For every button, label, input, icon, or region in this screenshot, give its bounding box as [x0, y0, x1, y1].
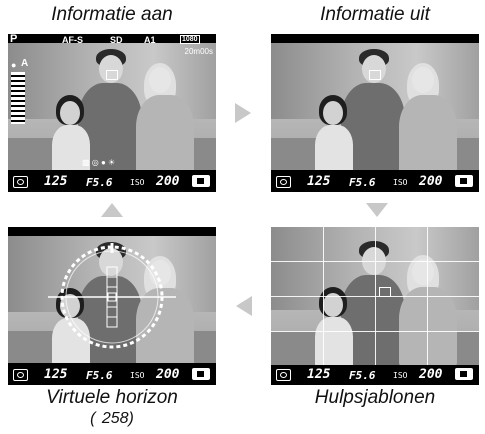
metering-icon [276, 176, 291, 188]
shutter-speed: 125 [44, 367, 68, 382]
iso-value: 200 [156, 174, 180, 189]
lcd-virtual-horizon: 125 F5.6 ISO 200 [8, 227, 216, 385]
card-slot: SD [110, 35, 123, 45]
virtual-horizon-gauge [48, 243, 176, 349]
iso-label: ISO [130, 178, 145, 187]
arrow-down-icon [366, 203, 388, 217]
shutter-speed: 125 [307, 174, 331, 189]
lcd-framing-grid: 125 F5.6 ISO 200 [271, 227, 479, 385]
focus-area [369, 70, 381, 80]
bottom-icons: ▩ ◎ ● ☀ [82, 158, 116, 167]
movie-mode-icon [192, 368, 210, 380]
iso-label: ISO [393, 178, 408, 187]
caption-virtual-horizon: Virtuele horizon [46, 387, 178, 408]
status-bar-1: 125 F5.6 ISO 200 [8, 172, 216, 192]
movie-frame-size: 1080 [180, 35, 200, 44]
white-balance: A1 [144, 35, 156, 45]
iso-label: ISO [130, 371, 145, 380]
mode-indicator: P [10, 34, 18, 45]
arrow-left-icon [236, 296, 252, 316]
page-reference: ( 258) [8, 410, 216, 428]
iso-value: 200 [156, 367, 180, 382]
scene-photo [8, 43, 216, 170]
microphone-icon: ● [11, 60, 17, 70]
audio-sensitivity: A [21, 58, 29, 69]
shutter-speed: 125 [44, 174, 68, 189]
caption-info-off: Informatie uit [320, 4, 430, 25]
iso-label: ISO [393, 371, 408, 380]
scene-photo [8, 236, 216, 363]
shutter-speed: 125 [307, 367, 331, 382]
metering-icon [13, 369, 28, 381]
metering-icon [13, 176, 28, 188]
focus-area [106, 70, 118, 80]
movie-mode-icon [455, 175, 473, 187]
movie-mode-icon [455, 368, 473, 380]
arrow-up-icon [101, 203, 123, 217]
status-bar-4: 125 F5.6 ISO 200 [271, 365, 479, 385]
arrow-right-icon [235, 103, 251, 123]
scene-photo [271, 43, 479, 170]
aperture: F5.6 [349, 369, 376, 382]
movie-mode-icon [192, 175, 210, 187]
iso-value: 200 [419, 174, 443, 189]
status-bar-2: 125 F5.6 ISO 200 [271, 172, 479, 192]
lcd-info-on: P AF-S SD A1 1080 20m00s ● A ▩ ◎ ● ☀ 125… [8, 34, 216, 192]
audio-level-meter [11, 72, 25, 124]
aperture: F5.6 [86, 369, 113, 382]
top-info-bar: P AF-S SD A1 1080 [8, 34, 216, 46]
caption-info-on: Informatie aan [51, 4, 173, 25]
lcd-info-off: 125 F5.6 ISO 200 [271, 34, 479, 192]
aperture: F5.6 [349, 176, 376, 189]
af-mode: AF-S [62, 35, 83, 45]
iso-value: 200 [419, 367, 443, 382]
time-remaining: 20m00s [184, 47, 213, 56]
caption-framing-grid: Hulpsjablonen [314, 387, 436, 408]
page-reference-text: ( 258) [90, 410, 134, 427]
aperture: F5.6 [86, 176, 113, 189]
metering-icon [276, 369, 291, 381]
status-bar-3: 125 F5.6 ISO 200 [8, 365, 216, 385]
